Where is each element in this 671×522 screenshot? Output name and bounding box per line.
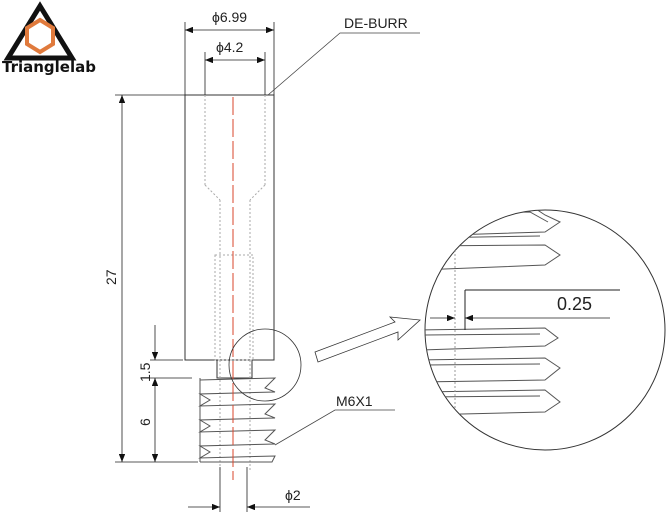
deburr-leader xyxy=(267,32,420,96)
inner-diameter-label: ϕ4.2 xyxy=(216,39,244,55)
neck-length-label: 1.5 xyxy=(137,362,153,382)
detail-gap-label: 0.25 xyxy=(557,294,592,314)
dim-lengths xyxy=(115,94,198,463)
logo-text: Trianglelab xyxy=(2,58,96,76)
total-length-label: 27 xyxy=(103,269,119,285)
thread-length-label: 6 xyxy=(137,418,153,426)
brand-logo: Trianglelab xyxy=(2,1,96,76)
detail-arrow-icon xyxy=(314,316,421,363)
detail-view: 0.25 xyxy=(424,209,666,451)
thread-leader xyxy=(274,409,395,446)
dim-bore-diameter xyxy=(188,467,310,512)
dim-outer-diameter xyxy=(184,22,275,95)
bore-diameter-label: ϕ2 xyxy=(285,487,301,503)
thread-spec-label: M6X1 xyxy=(336,393,373,409)
outer-diameter-label: ϕ6.99 xyxy=(212,9,247,25)
detail-callout-circle xyxy=(228,328,302,402)
heatbreak-part xyxy=(184,94,277,470)
deburr-label: DE-BURR xyxy=(344,15,408,31)
